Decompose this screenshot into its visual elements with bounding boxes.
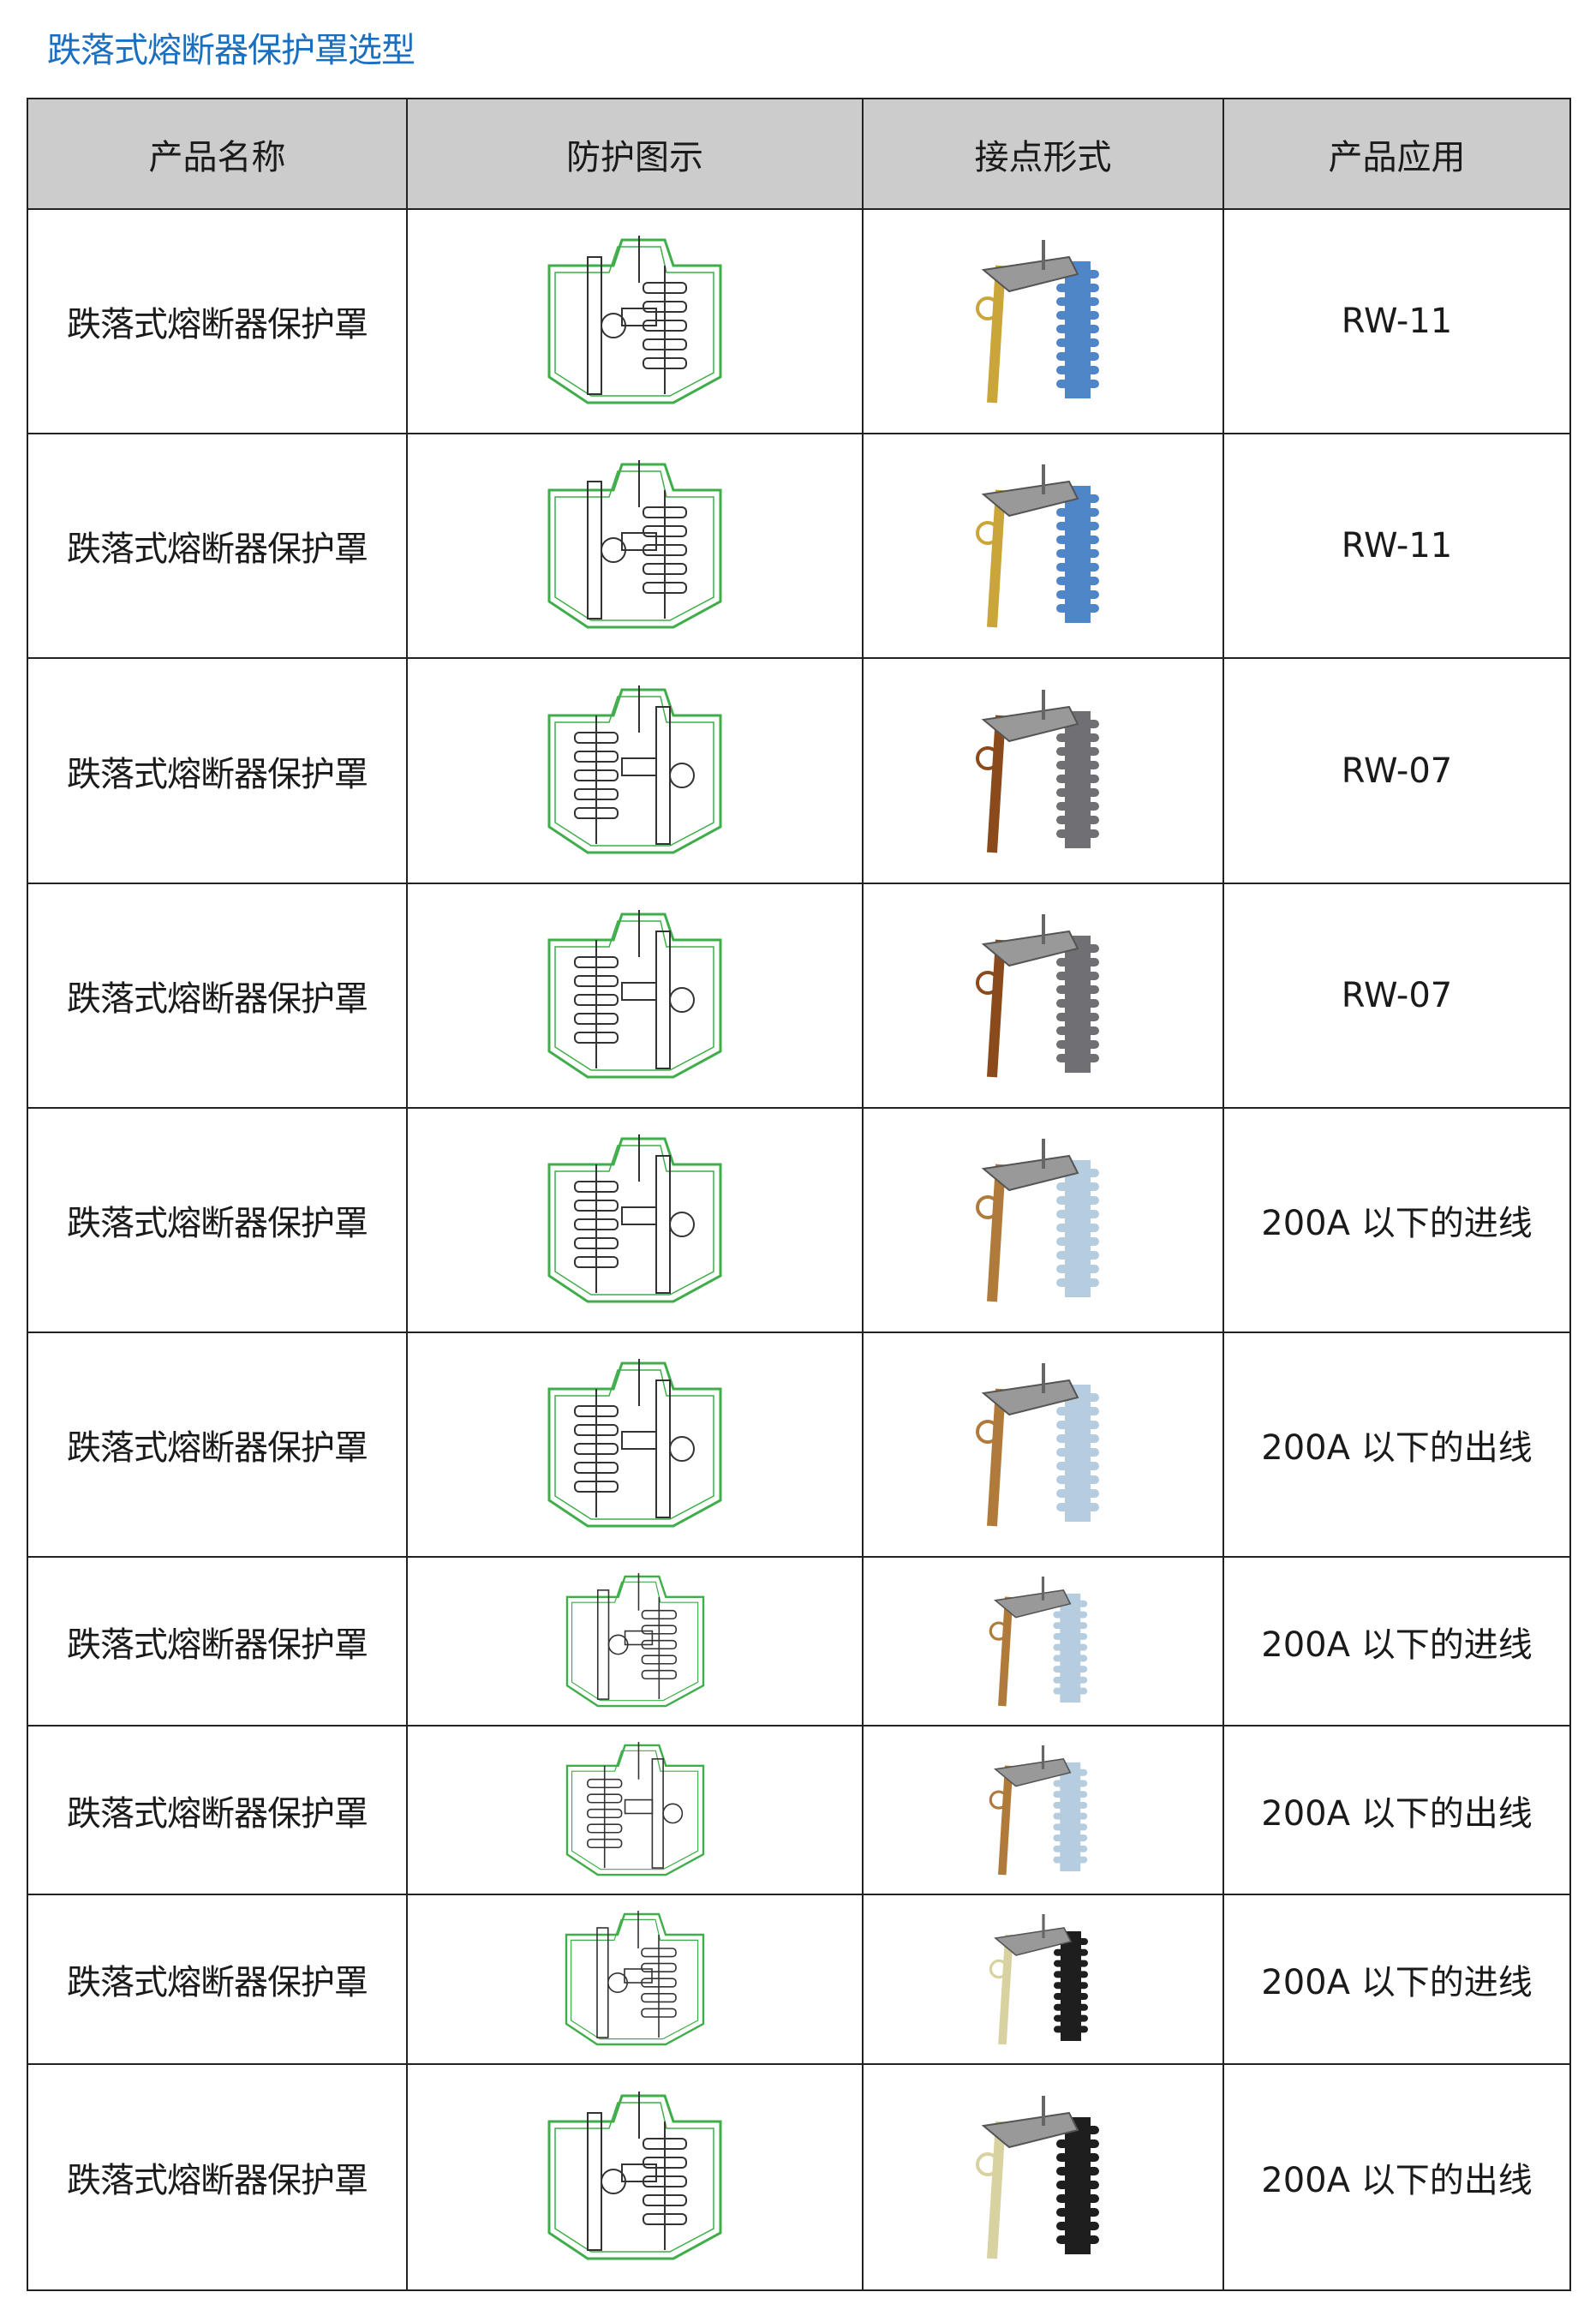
protection-diagram-cell [406,1556,864,1727]
protection-diagram-icon [547,460,722,629]
table-header-row: 产品名称 防护图示 接点形式 产品应用 [27,98,1571,210]
table-row: 跌落式熔断器保护罩 RW-11 [27,433,1571,659]
protection-diagram-icon [565,1911,705,2046]
contact-photo [975,1363,1099,1527]
contact-form-cell [862,883,1224,1109]
table-row: 跌落式熔断器保护罩 200A 以下的出线 [27,2063,1571,2291]
contact-form-cell [862,2063,1224,2291]
contact-form-cell [862,1556,1224,1727]
application-cell: RW-11 [1222,208,1571,434]
header-application: 产品应用 [1222,98,1571,210]
table-row: 跌落式熔断器保护罩 RW-11 [27,208,1571,434]
application-cell: RW-07 [1222,657,1571,884]
page-title: 跌落式熔断器保护罩选型 [47,31,415,70]
product-name-cell: 跌落式熔断器保护罩 [27,883,408,1109]
application-cell: 200A 以下的出线 [1222,2063,1571,2291]
product-name-cell: 跌落式熔断器保护罩 [27,433,408,659]
header-protection-diagram: 防护图示 [406,98,864,210]
application-cell: 200A 以下的进线 [1222,1107,1571,1333]
contact-photo [975,464,1099,628]
protection-diagram-icon [547,236,722,404]
product-name-cell: 跌落式熔断器保护罩 [27,2063,408,2291]
contact-photo [975,1139,1099,1302]
application-cell: 200A 以下的进线 [1222,1894,1571,2065]
contact-form-cell [862,1725,1224,1895]
product-name-cell: 跌落式熔断器保护罩 [27,657,408,884]
protection-diagram-cell [406,657,864,884]
contact-photo [989,1576,1088,1707]
protection-diagram-icon [547,1134,722,1303]
protection-diagram-cell [406,208,864,434]
product-name-cell: 跌落式熔断器保护罩 [27,1556,408,1727]
application-cell: 200A 以下的出线 [1222,1332,1571,1558]
contact-photo [989,1744,1088,1876]
header-product-name: 产品名称 [27,98,408,210]
protection-diagram-icon [547,2092,722,2260]
contact-photo [975,240,1099,404]
application-cell: 200A 以下的出线 [1222,1725,1571,1895]
protection-diagram-cell [406,883,864,1109]
protection-diagram-cell [406,1894,864,2065]
protection-diagram-cell [406,433,864,659]
contact-form-cell [862,433,1224,659]
contact-form-cell [862,1894,1224,2065]
protection-diagram-icon [565,1572,704,1708]
application-cell: RW-07 [1222,883,1571,1109]
protection-diagram-icon [547,1359,722,1528]
protection-diagram-cell [406,1332,864,1558]
protection-diagram-icon [565,1741,704,1876]
table-row: 跌落式熔断器保护罩 200A 以下的出线 [27,1725,1571,1895]
protection-diagram-icon [547,685,722,853]
contact-form-cell [862,208,1224,434]
protection-diagram-icon [547,910,722,1079]
contact-photo [989,1914,1088,2045]
contact-form-cell [862,657,1224,884]
protection-diagram-cell [406,1725,864,1895]
table-row: 跌落式熔断器保护罩 RW-07 [27,883,1571,1109]
table-row: 跌落式熔断器保护罩 RW-07 [27,657,1571,884]
product-name-cell: 跌落式熔断器保护罩 [27,1107,408,1333]
contact-form-cell [862,1332,1224,1558]
contact-photo [975,914,1099,1078]
table-row: 跌落式熔断器保护罩 200A 以下的进线 [27,1556,1571,1727]
product-name-cell: 跌落式熔断器保护罩 [27,1332,408,1558]
table-row: 跌落式熔断器保护罩 200A 以下的出线 [27,1332,1571,1558]
protection-diagram-cell [406,1107,864,1333]
protection-diagram-cell [406,2063,864,2291]
product-name-cell: 跌落式熔断器保护罩 [27,1894,408,2065]
product-name-cell: 跌落式熔断器保护罩 [27,208,408,434]
product-name-cell: 跌落式熔断器保护罩 [27,1725,408,1895]
application-cell: 200A 以下的进线 [1222,1556,1571,1727]
table-row: 跌落式熔断器保护罩 200A 以下的进线 [27,1894,1571,2065]
application-cell: RW-11 [1222,433,1571,659]
contact-photo [975,689,1099,853]
table-row: 跌落式熔断器保护罩 200A 以下的进线 [27,1107,1571,1333]
contact-photo [975,2096,1099,2259]
contact-form-cell [862,1107,1224,1333]
header-contact-form: 接点形式 [862,98,1224,210]
